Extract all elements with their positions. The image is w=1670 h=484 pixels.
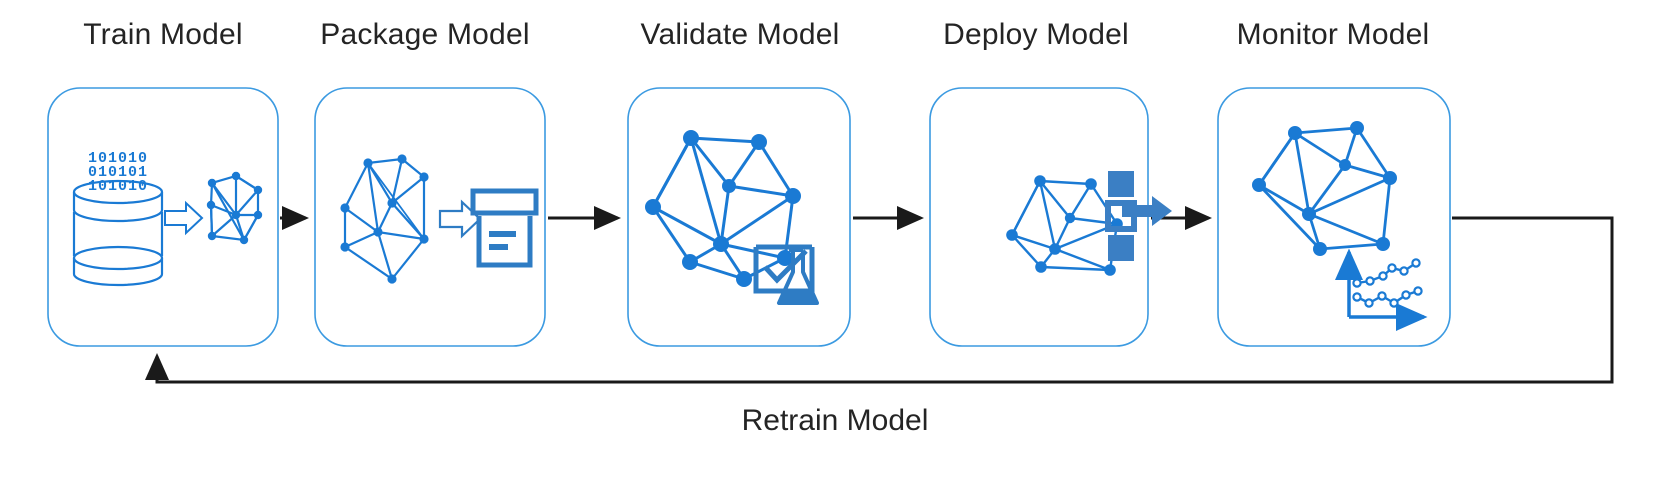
stage-title-train-model: Train Model — [83, 18, 243, 51]
neural-network-graph-icon — [340, 154, 429, 284]
package-box-icon — [470, 188, 539, 268]
stacked-squares-icon — [1105, 171, 1137, 261]
stage-title-package-model: Package Model — [320, 18, 530, 51]
package-box-lines-icon — [489, 231, 516, 250]
monitor-model-icon-group — [1252, 121, 1428, 331]
stage-box-monitor-model[interactable] — [1217, 87, 1451, 347]
deploy-model-icon-group — [1006, 171, 1172, 276]
stage-box-deploy-model[interactable] — [929, 87, 1149, 347]
line-chart-icon — [1335, 248, 1428, 331]
validate-model-icon-group — [645, 130, 819, 305]
train-model-icon-group: 101010 010101 101010 — [72, 150, 263, 287]
neural-network-graph-icon — [1252, 121, 1397, 256]
binary-digits-icon: 101010 010101 101010 — [88, 150, 148, 195]
feedback-loop-label: Retrain Model — [741, 404, 929, 437]
stage-title-monitor-model: Monitor Model — [1236, 18, 1430, 51]
line-chart-series-upper — [1352, 258, 1421, 288]
svg-text:010101: 010101 — [88, 164, 148, 181]
neural-network-graph-icon — [1006, 175, 1123, 276]
stage-title-deploy-model: Deploy Model — [943, 18, 1129, 51]
stage-title-validate-model: Validate Model — [640, 18, 840, 51]
hollow-arrow-icon — [164, 200, 204, 236]
hollow-arrow-icon — [438, 199, 482, 239]
neural-network-graph-icon — [645, 130, 801, 287]
line-chart-series-lower — [1352, 286, 1423, 308]
package-model-icon-group — [340, 154, 539, 284]
stage-box-package-model[interactable] — [314, 87, 546, 347]
neural-network-graph-icon — [206, 171, 263, 245]
flask-icon — [777, 248, 819, 305]
feedback-loop-path — [145, 216, 1614, 384]
svg-text:101010: 101010 — [88, 150, 148, 167]
database-cylinder-icon — [72, 179, 164, 287]
solid-arrow-icon — [1122, 196, 1172, 226]
